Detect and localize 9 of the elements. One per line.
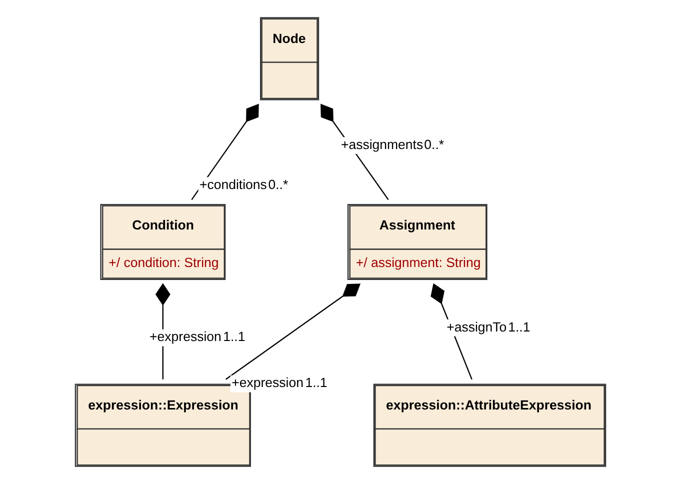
label: 0..* (424, 136, 444, 152)
label: +assignTo (446, 319, 506, 334)
label: 0..* (268, 177, 288, 192)
label: +expression (149, 329, 221, 344)
label: +assignments (340, 136, 423, 152)
label: +conditions (198, 177, 266, 192)
label: 1..1 (508, 319, 530, 334)
label: 1..1 (222, 329, 245, 344)
label: 1..1 (304, 375, 327, 390)
